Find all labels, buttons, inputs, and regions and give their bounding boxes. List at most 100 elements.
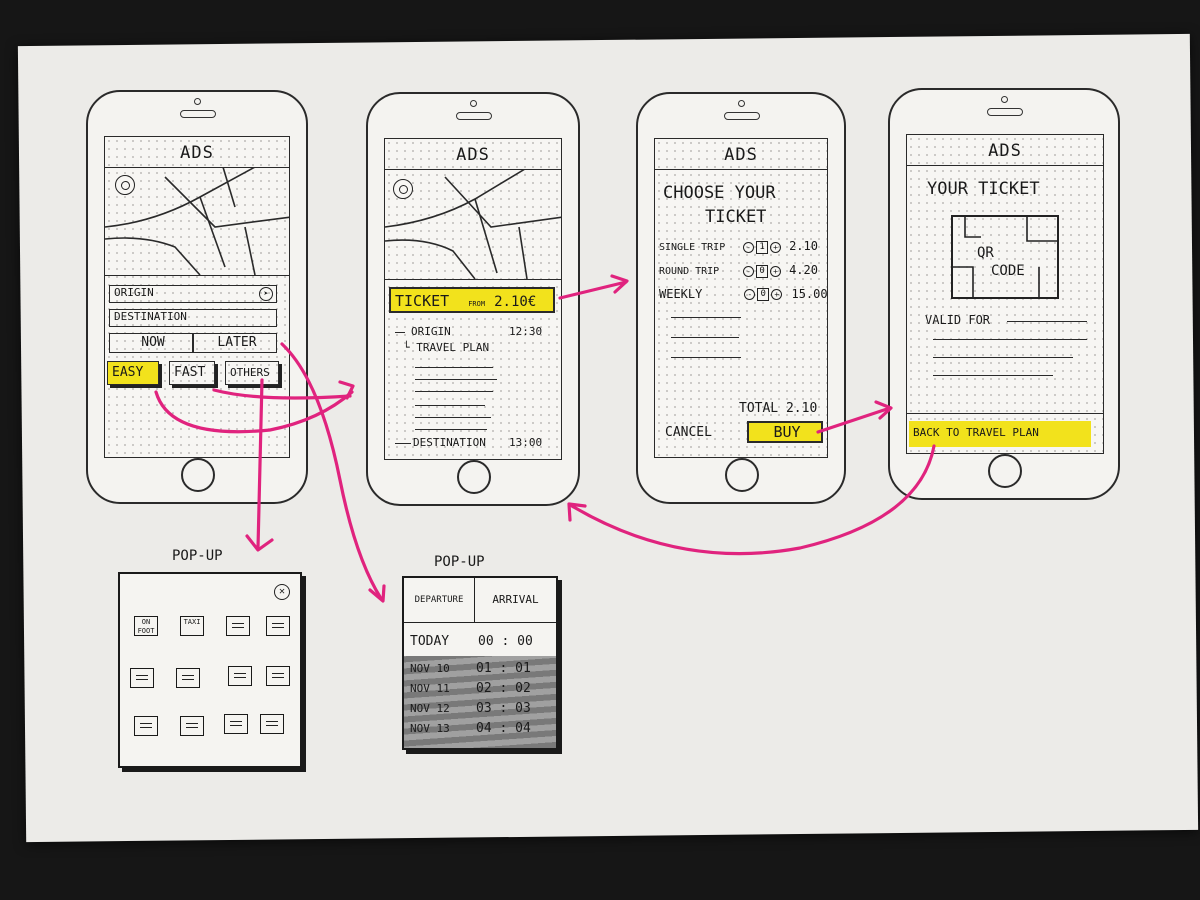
option-round-price: 4.20 bbox=[789, 263, 818, 277]
destination-input[interactable]: DESTINATION bbox=[109, 309, 277, 327]
locate-icon[interactable] bbox=[115, 175, 135, 195]
qr-pattern bbox=[953, 217, 1057, 297]
transport-option-icon[interactable] bbox=[224, 714, 248, 734]
later-button[interactable]: LATER bbox=[193, 333, 277, 353]
ad-banner[interactable]: ADS bbox=[385, 139, 561, 170]
screen-choose-ticket: ADS CHOOSE YOUR TICKET SINGLE TRIP -1+ 2… bbox=[654, 138, 828, 458]
transport-option-icon[interactable] bbox=[130, 668, 154, 688]
time-row[interactable]: NOV 12 03 : 03 bbox=[404, 700, 556, 718]
tab-arrival[interactable]: ARRIVAL bbox=[475, 578, 556, 623]
back-label: BACK TO TRAVEL PLAN bbox=[913, 426, 1039, 439]
qr-code: QR CODE bbox=[951, 215, 1059, 299]
map-view[interactable] bbox=[105, 166, 289, 276]
valid-line-1 bbox=[933, 339, 1087, 340]
minus-icon[interactable]: - bbox=[743, 241, 755, 253]
others-button[interactable]: OTHERS bbox=[225, 361, 279, 385]
fast-button[interactable]: FAST bbox=[169, 361, 215, 385]
option-single: SINGLE TRIP -1+ 2.10 bbox=[659, 239, 818, 254]
row-day: NOV 12 bbox=[410, 702, 450, 715]
popup-time: DEPARTURE ARRIVAL TODAY 00 : 00 NOV 10 0… bbox=[402, 576, 558, 750]
weekly-qty[interactable]: 0 bbox=[757, 288, 770, 301]
time-row[interactable]: NOV 13 04 : 04 bbox=[404, 720, 556, 738]
home-button-icon[interactable] bbox=[181, 458, 215, 492]
speaker-icon bbox=[456, 112, 492, 120]
minus-icon[interactable]: - bbox=[744, 289, 756, 300]
home-button-icon[interactable] bbox=[457, 460, 491, 494]
on-foot-icon[interactable]: ON FOOT bbox=[134, 616, 158, 636]
transport-option-icon[interactable] bbox=[180, 716, 204, 736]
close-icon[interactable]: ✕ bbox=[274, 584, 290, 600]
origin-input[interactable]: ORIGIN ➤ bbox=[109, 285, 277, 303]
camera-icon bbox=[470, 100, 477, 107]
transport-option-icon[interactable] bbox=[176, 668, 200, 688]
row-day: NOV 10 bbox=[410, 662, 450, 675]
transport-option-icon[interactable] bbox=[266, 616, 290, 636]
time-row-today[interactable]: TODAY 00 : 00 bbox=[404, 632, 556, 652]
row-time: 04 : 04 bbox=[476, 721, 531, 736]
now-button[interactable]: NOW bbox=[109, 333, 193, 353]
transport-option-icon[interactable] bbox=[266, 666, 290, 686]
row-time: 03 : 03 bbox=[476, 701, 531, 716]
cancel-button[interactable]: CANCEL bbox=[665, 425, 712, 440]
route-travel-plan: └ TRAVEL PLAN bbox=[403, 341, 490, 354]
phone-route: ADS TICKET FROM 2.10€ ORIGIN 12:30 bbox=[366, 92, 580, 506]
locate-icon[interactable] bbox=[393, 179, 413, 199]
ticket-title: YOUR TICKET bbox=[927, 179, 1040, 199]
round-qty[interactable]: 0 bbox=[756, 264, 769, 278]
home-button-icon[interactable] bbox=[725, 458, 759, 492]
time-row[interactable]: NOV 11 02 : 02 bbox=[404, 680, 556, 698]
origin-dash bbox=[395, 332, 405, 333]
plus-icon[interactable]: + bbox=[770, 241, 782, 253]
time-row[interactable]: NOV 10 01 : 01 bbox=[404, 660, 556, 678]
plus-icon[interactable]: + bbox=[770, 265, 782, 277]
gps-icon[interactable]: ➤ bbox=[259, 287, 273, 301]
taxi-icon[interactable]: TAXI bbox=[180, 616, 204, 636]
map-view[interactable] bbox=[385, 168, 561, 280]
route-destination-time: 13:00 bbox=[509, 436, 543, 449]
plan-line-4 bbox=[415, 405, 485, 406]
destination-dash bbox=[395, 443, 411, 444]
option-weekly-name: WEEKLY bbox=[659, 287, 703, 301]
ticket-from-label: FROM bbox=[468, 300, 486, 308]
phone-your-ticket: ADS YOUR TICKET QR CODE VALID FOR BACK T… bbox=[888, 88, 1120, 500]
ad-banner[interactable]: ADS bbox=[655, 139, 827, 170]
home-button-icon[interactable] bbox=[988, 454, 1022, 488]
transport-option-icon[interactable] bbox=[260, 714, 284, 734]
choose-line-2 bbox=[671, 337, 739, 338]
tab-departure[interactable]: DEPARTURE bbox=[404, 578, 475, 623]
buy-button[interactable]: BUY bbox=[747, 421, 823, 443]
route-destination: DESTINATION bbox=[413, 436, 486, 449]
plus-icon[interactable]: + bbox=[771, 289, 783, 300]
option-round-name: ROUND TRIP bbox=[659, 266, 720, 277]
qr-text-line1: QR bbox=[977, 245, 994, 261]
speaker-icon bbox=[724, 112, 760, 120]
footer-divider bbox=[907, 413, 1103, 414]
plan-line-5 bbox=[415, 417, 491, 418]
choose-title-line1: CHOOSE YOUR bbox=[663, 183, 776, 203]
ad-banner[interactable]: ADS bbox=[907, 135, 1103, 166]
row-day: NOV 13 bbox=[410, 722, 450, 735]
transport-option-icon[interactable] bbox=[134, 716, 158, 736]
back-to-travel-plan-button[interactable]: BACK TO TRAVEL PLAN bbox=[909, 421, 1091, 447]
travel-plan-label: TRAVEL PLAN bbox=[416, 341, 490, 354]
option-weekly-price: 15.00 bbox=[791, 287, 828, 301]
screen-route: ADS TICKET FROM 2.10€ ORIGIN 12:30 bbox=[384, 138, 562, 460]
map-roads bbox=[105, 166, 289, 276]
choose-line-1 bbox=[671, 317, 741, 318]
transport-option-icon[interactable] bbox=[226, 616, 250, 636]
map-roads bbox=[385, 168, 561, 280]
fast-label: FAST bbox=[174, 365, 206, 380]
ticket-button[interactable]: TICKET FROM 2.10€ bbox=[389, 287, 555, 313]
later-label: LATER bbox=[217, 335, 257, 350]
plan-line-3 bbox=[415, 391, 493, 392]
single-qty[interactable]: 1 bbox=[756, 240, 769, 254]
others-label: OTHERS bbox=[230, 366, 270, 379]
camera-icon bbox=[738, 100, 745, 107]
row-day: NOV 11 bbox=[410, 682, 450, 695]
minus-icon[interactable]: - bbox=[743, 265, 755, 277]
transport-option-icon[interactable] bbox=[228, 666, 252, 686]
total: TOTAL 2.10 bbox=[739, 401, 817, 416]
option-round: ROUND TRIP -0+ 4.20 bbox=[659, 263, 818, 278]
easy-button[interactable]: EASY bbox=[107, 361, 159, 385]
ad-banner[interactable]: ADS bbox=[105, 137, 289, 168]
